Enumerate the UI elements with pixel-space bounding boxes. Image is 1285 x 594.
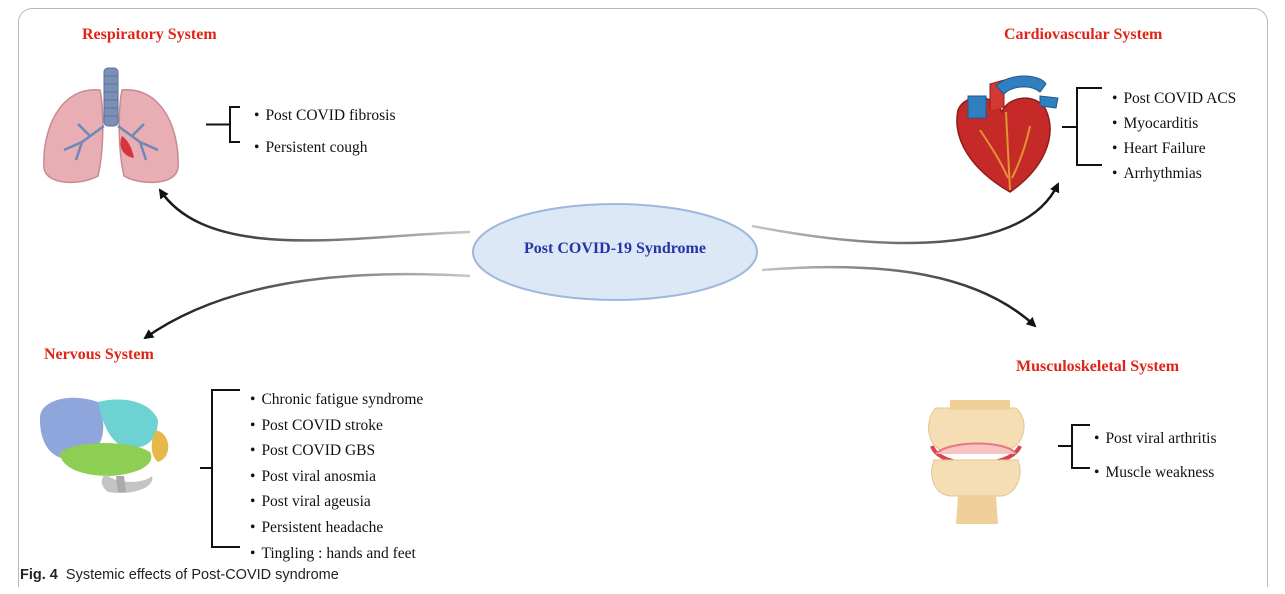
list-item: Post COVID GBS xyxy=(250,438,423,464)
list-item: Myocarditis xyxy=(1112,111,1236,136)
joint-icon xyxy=(928,400,1025,524)
list-item: Post viral ageusia xyxy=(250,489,423,515)
list-item: Post COVID ACS xyxy=(1112,86,1236,111)
nervous-title: Nervous System xyxy=(44,346,154,363)
musculoskeletal-list: Post viral arthritis Muscle weakness xyxy=(1094,422,1217,490)
lungs-icon xyxy=(43,67,179,184)
list-item: Persistent cough xyxy=(254,132,395,164)
caption-text: Systemic effects of Post-COVID syndrome xyxy=(65,567,339,583)
center-label: Post COVID-19 Syndrome xyxy=(524,240,706,257)
nervous-bracket xyxy=(200,389,240,548)
list-item: Arrhythmias xyxy=(1112,161,1236,186)
arrow-to-nervous xyxy=(143,272,471,340)
list-item: Heart Failure xyxy=(1112,136,1236,161)
respiratory-list: Post COVID fibrosis Persistent cough xyxy=(254,100,395,164)
cardiovascular-list: Post COVID ACS Myocarditis Heart Failure… xyxy=(1112,86,1236,186)
cardiovascular-bracket xyxy=(1062,87,1102,166)
list-item: Tingling : hands and feet xyxy=(250,541,423,567)
heart-icon xyxy=(956,75,1059,193)
center-ellipse xyxy=(472,203,758,301)
list-item: Post viral arthritis xyxy=(1094,422,1216,456)
list-item: Post COVID fibrosis xyxy=(254,100,395,132)
cardiovascular-title: Cardiovascular System xyxy=(1004,26,1163,43)
brain-icon xyxy=(39,397,169,494)
arrow-to-musculoskeletal xyxy=(761,265,1037,328)
figure-frame xyxy=(18,8,1268,587)
arrow-to-respiratory xyxy=(158,188,471,242)
list-item: Muscle weakness xyxy=(1094,456,1217,490)
respiratory-bracket xyxy=(206,106,240,143)
caption-label: Fig. 4 xyxy=(20,567,58,583)
figure-caption: Fig. 4 Systemic effects of Post-COVID sy… xyxy=(20,567,339,583)
list-item: Chronic fatigue syndrome xyxy=(250,387,423,413)
respiratory-title: Respiratory System xyxy=(82,26,217,43)
list-item: Post COVID stroke xyxy=(250,413,423,439)
arrow-to-cardiovascular xyxy=(751,182,1060,245)
musculoskeletal-bracket xyxy=(1058,424,1090,469)
musculoskeletal-title: Musculoskeletal System xyxy=(1016,358,1180,375)
nervous-list: Chronic fatigue syndrome Post COVID stro… xyxy=(250,387,423,566)
list-item: Post viral anosmia xyxy=(250,464,423,490)
list-item: Persistent headache xyxy=(250,515,423,541)
